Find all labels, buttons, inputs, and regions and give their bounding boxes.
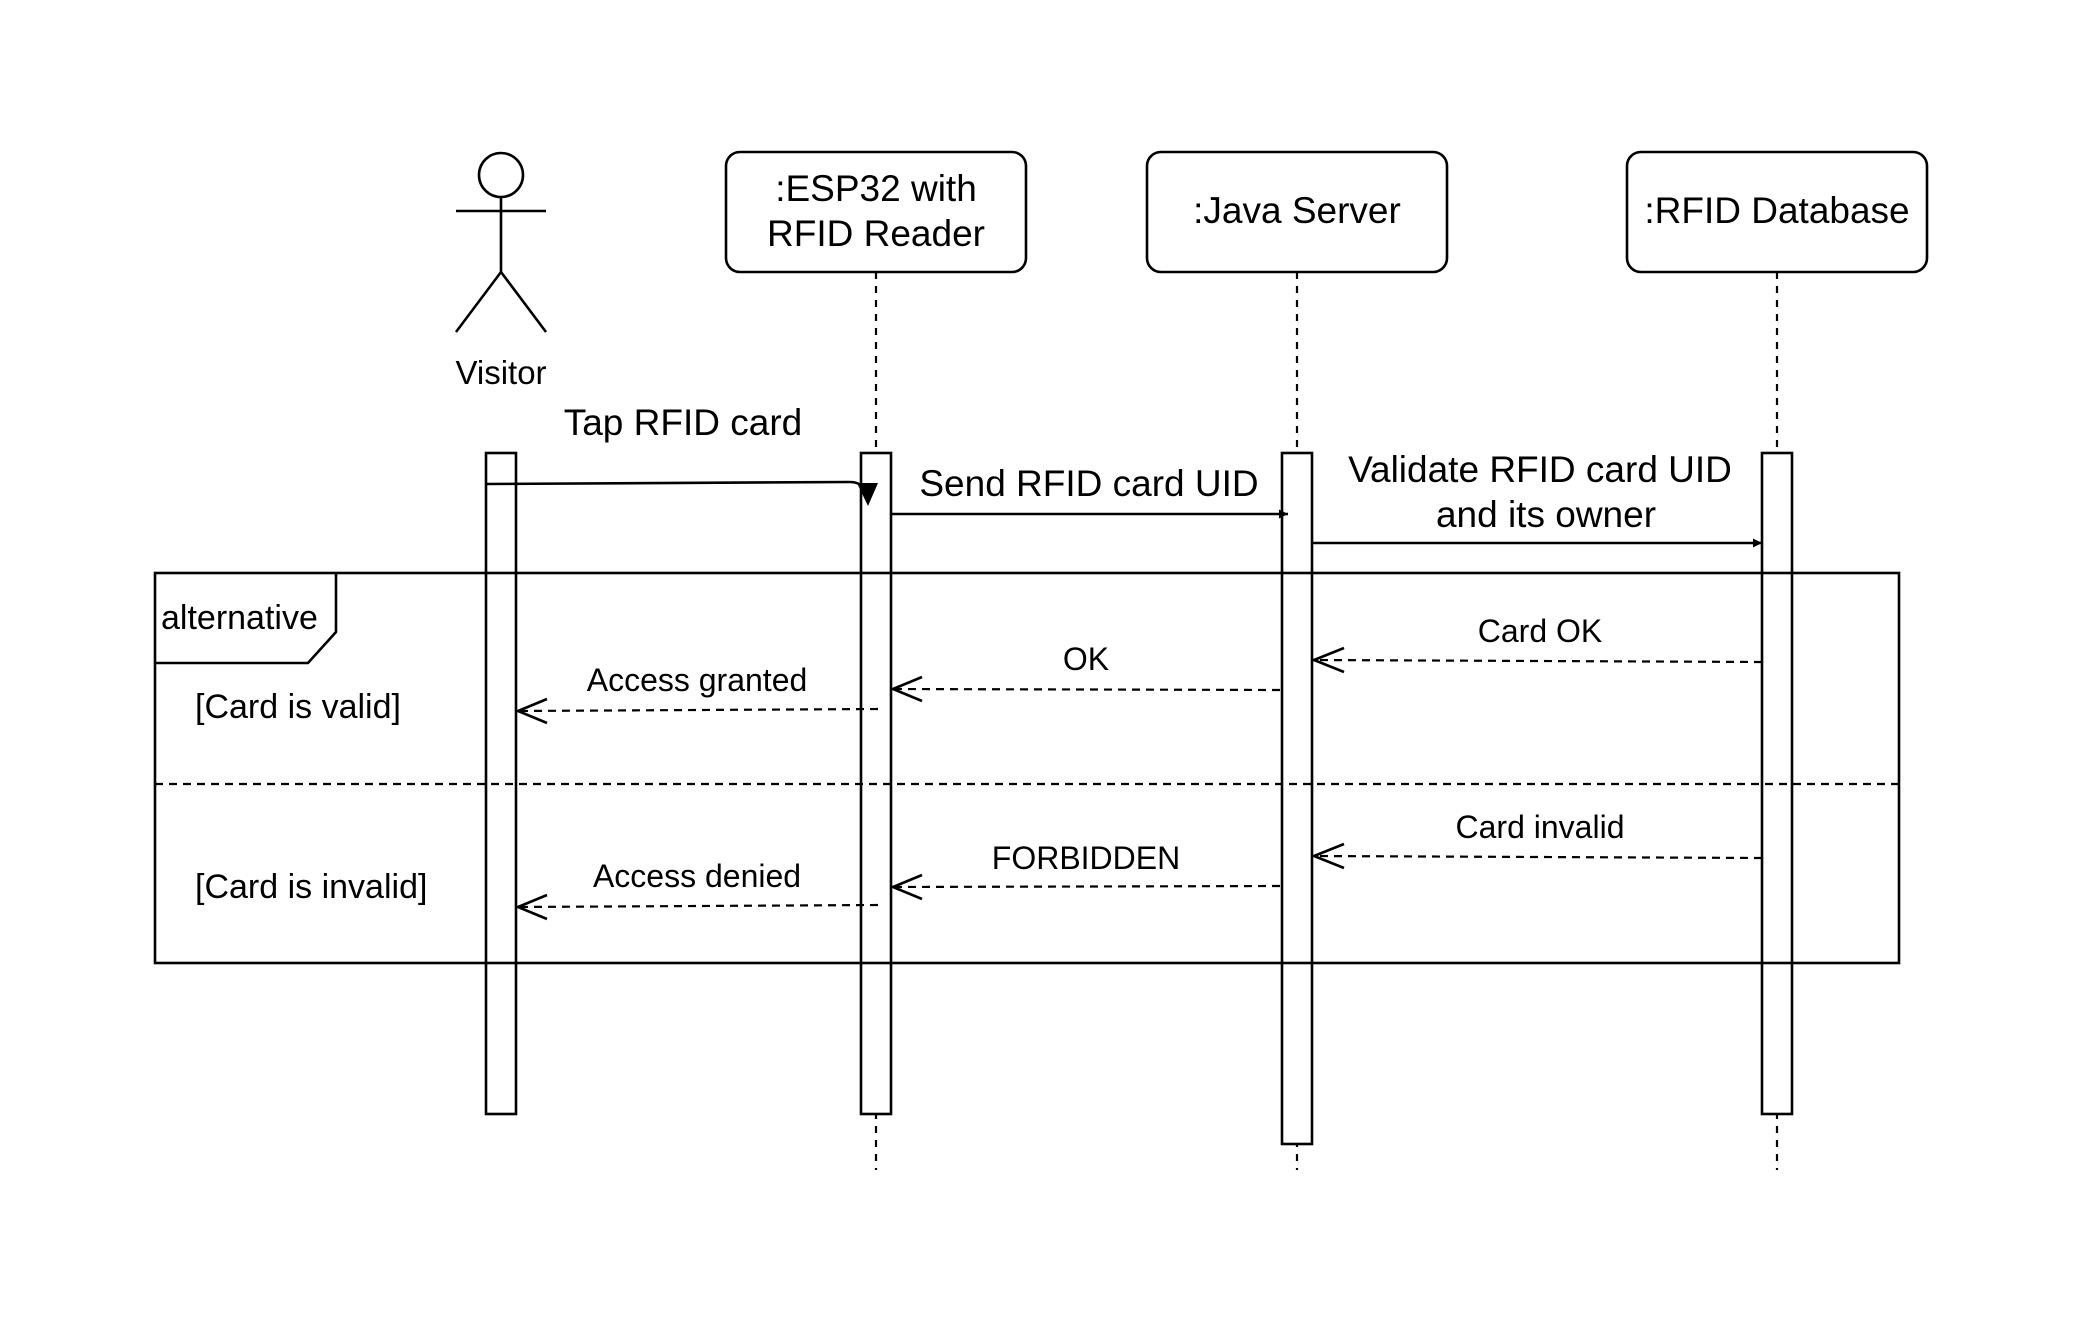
reply-card-invalid-label: Card invalid [1456,809,1625,845]
message-send-uid: Send RFID card UID [891,463,1288,519]
message-send-uid-label: Send RFID card UID [919,463,1258,504]
reply-access-denied-label: Access denied [593,858,801,894]
participant-java-server-label: :Java Server [1193,190,1401,231]
reply-card-invalid: Card invalid [1310,809,1763,870]
reply-card-ok-label: Card OK [1478,613,1602,649]
actor-visitor[interactable]: Visitor [454,151,548,391]
message-validate-uid-label-line2: and its owner [1436,494,1656,535]
participant-esp32[interactable]: :ESP32 with RFID Reader [724,150,1028,274]
participant-esp32-label-line2: RFID Reader [767,213,985,254]
message-validate-uid-label-line1: Validate RFID card UID [1348,449,1732,490]
guard-card-invalid: [Card is invalid] [195,868,427,906]
participant-java-server[interactable]: :Java Server [1145,150,1449,274]
guard-card-valid: [Card is valid] [195,688,401,726]
actor-visitor-label: Visitor [455,354,546,391]
reply-card-ok: Card OK [1310,613,1763,674]
alt-fragment: alternative [Card is valid] [Card is inv… [153,571,1901,965]
reply-access-granted: Access granted [514,662,879,725]
stick-figure-actor-icon [454,151,548,333]
alt-fragment-operator-tab [155,573,338,665]
message-tap-rfid-card-label: Tap RFID card [564,402,803,443]
reply-forbidden-label: FORBIDDEN [992,840,1180,876]
reply-forbidden: FORBIDDEN [889,840,1281,901]
participant-rfid-database-label: :RFID Database [1644,190,1909,231]
reply-access-denied: Access denied [514,858,879,921]
activation-server [1280,451,1314,1146]
alt-fragment-operator: alternative [161,599,318,637]
participant-rfid-database[interactable]: :RFID Database [1625,150,1929,274]
reply-access-granted-label: Access granted [587,662,808,698]
activation-database [1760,451,1794,1116]
alt-fragment-frame [153,571,1901,965]
message-tap-rfid-card: Tap RFID card [485,402,878,506]
message-validate-uid: Validate RFID card UID and its owner [1312,449,1762,548]
reply-ok: OK [889,641,1281,703]
reply-ok-label: OK [1063,641,1109,677]
participant-esp32-label-line1: :ESP32 with [775,168,977,209]
